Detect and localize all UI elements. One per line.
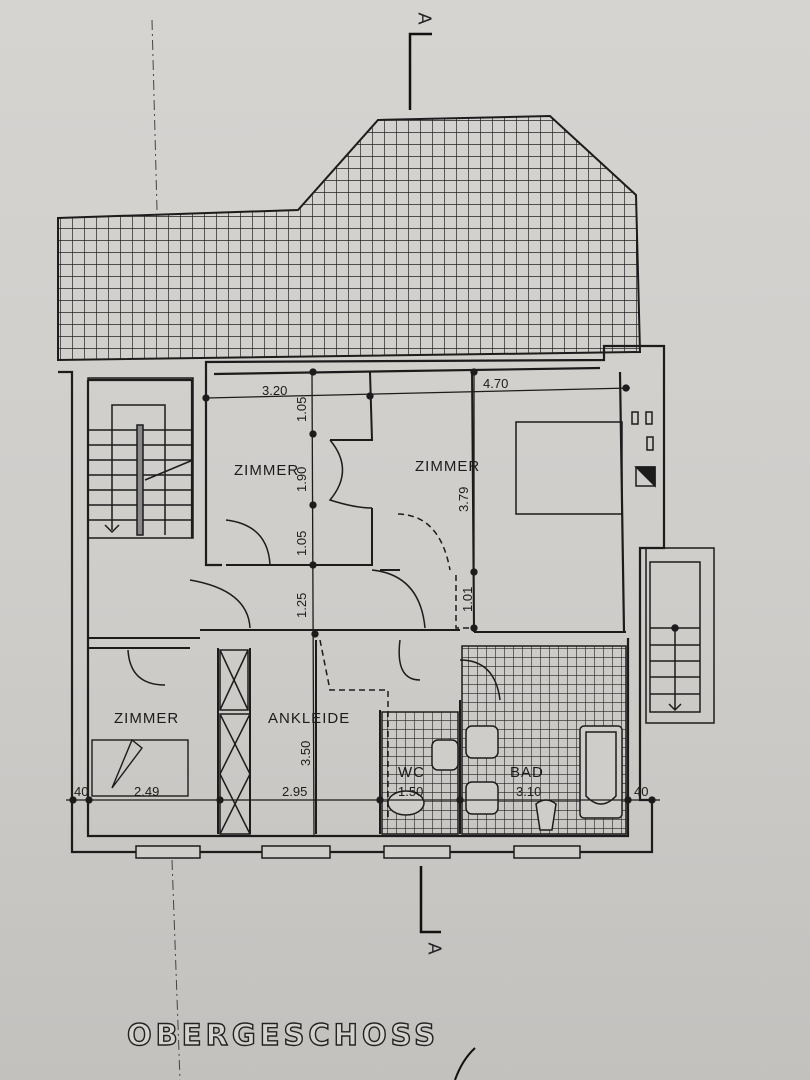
dimension-label: 40	[74, 784, 89, 799]
room-label-bad: BAD	[510, 764, 544, 781]
chimney-flues	[631, 411, 656, 488]
dimension-label: 1.50	[398, 784, 424, 799]
dimension-label: 1.01	[460, 586, 475, 612]
dimension-label: 3.79	[456, 486, 471, 512]
windows-bottom	[135, 845, 581, 859]
section-letter-bottom: A	[424, 942, 445, 955]
room-label-zimmer: ZIMMER	[114, 710, 180, 727]
staircase-right	[645, 547, 715, 724]
room-label-zimmer: ZIMMER	[234, 462, 300, 479]
bed	[515, 421, 623, 515]
room-label-wc: WC	[398, 764, 425, 781]
dimension-label: 1.25	[294, 592, 309, 618]
dimension-label: 3.50	[298, 740, 313, 766]
room-label-ankleide: ANKLEIDE	[268, 710, 351, 727]
dimension-label: 4.70	[483, 376, 509, 391]
terrace	[57, 114, 642, 362]
section-marker-top	[408, 32, 432, 110]
wardrobes	[219, 649, 251, 835]
dimension-label: 2.49	[134, 784, 160, 799]
bed-left	[91, 738, 189, 797]
dimension-label: 3.10	[516, 784, 542, 799]
sanitary-fixtures	[387, 725, 623, 831]
staircase-left	[87, 377, 194, 539]
room-label-zimmer: ZIMMER	[415, 458, 481, 475]
dimension-label: 1.90	[294, 466, 309, 492]
section-marker-bottom	[419, 866, 441, 934]
pen-stroke	[454, 1047, 476, 1080]
section-letter-top: A	[414, 12, 435, 25]
axis-lines	[151, 19, 181, 1080]
dimension-label: 3.20	[262, 383, 288, 398]
interior-walls	[88, 369, 626, 834]
plan-title: OBERGESCHOSS	[126, 1017, 440, 1052]
exterior-walls	[58, 344, 666, 854]
dimension-label: 40	[634, 784, 649, 799]
dimension-label: 1.05	[294, 530, 309, 556]
dimension-label: 2.95	[282, 784, 308, 799]
dimension-label: 1.05	[294, 396, 309, 422]
dimension-lines	[66, 368, 660, 837]
